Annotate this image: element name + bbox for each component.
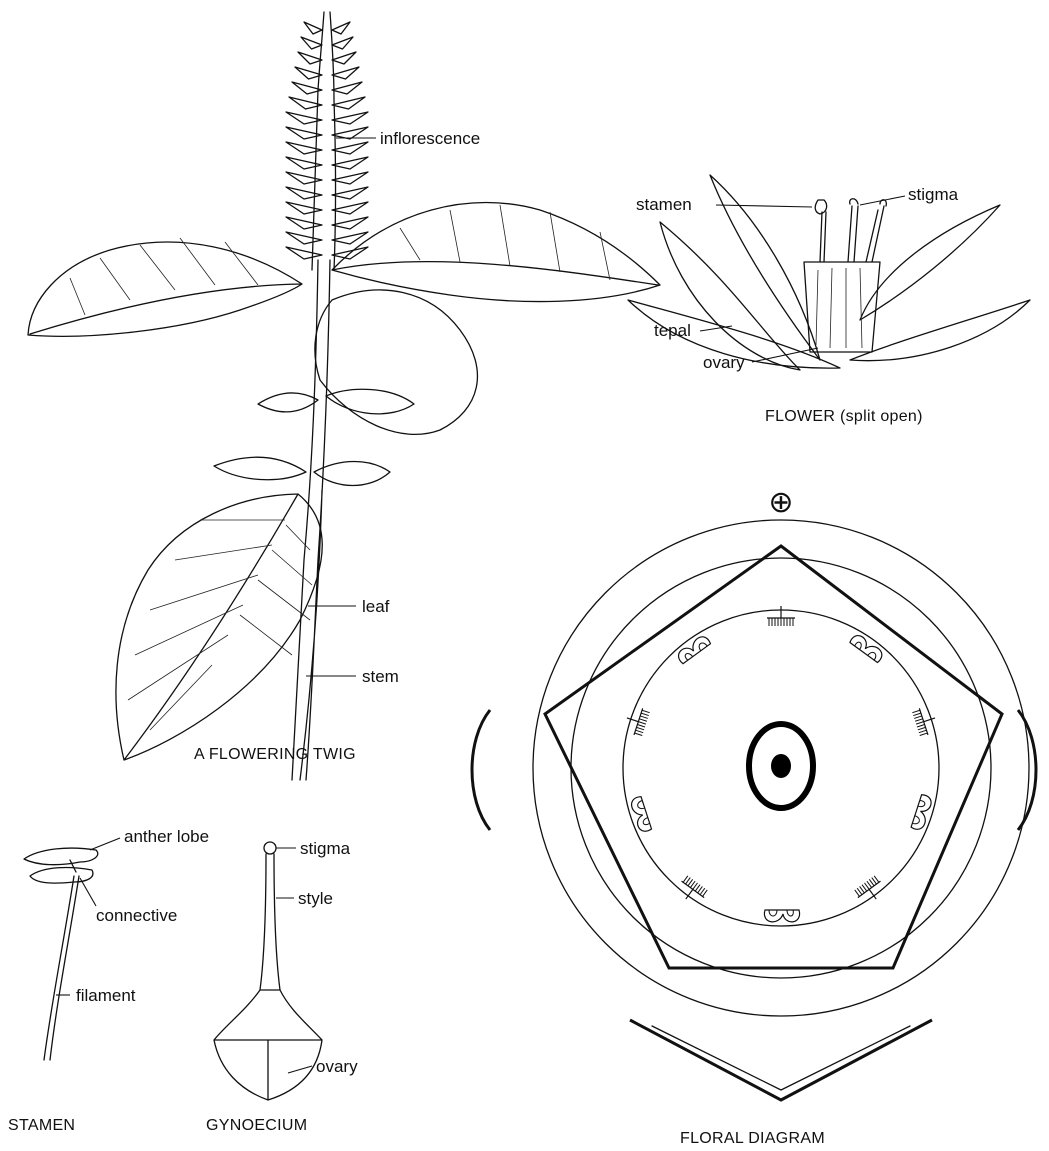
bract: [332, 127, 368, 139]
axis-symbol-icon: ⊕: [768, 485, 793, 520]
caption-gynoecium: GYNOECIUM: [206, 1117, 307, 1134]
anther-lobe-drawing: [24, 848, 98, 883]
label-anther-lobe: anther lobe: [124, 827, 209, 846]
stem-drawing: [292, 260, 330, 780]
leaf-small-left-2: [214, 457, 306, 480]
leaf-small-left-1: [258, 393, 318, 412]
gynoecium-stigma-drawing: [264, 842, 276, 854]
ovule-dot: [771, 754, 791, 778]
anther: [676, 634, 711, 664]
bract: [298, 52, 322, 64]
label-inflorescence: inflorescence: [380, 129, 480, 148]
filament-drawing: [44, 876, 79, 1060]
anther: [849, 633, 884, 663]
bract: [332, 187, 368, 199]
gynoecium-ovary-drawing: [214, 990, 322, 1100]
label-ovary-gyn: ovary: [316, 1057, 358, 1076]
bract: [332, 217, 368, 229]
flower-stamen-drawing: [815, 200, 826, 262]
bracteole-right: [1018, 710, 1036, 830]
outer-bract-pentagon: [545, 546, 1002, 968]
bract: [332, 172, 368, 184]
caption-stamen: STAMEN: [8, 1117, 75, 1134]
bract: [332, 232, 368, 244]
connective-drawing: [70, 860, 76, 872]
bract: [332, 22, 350, 34]
flower-ovary-drawing: [804, 262, 880, 352]
inflorescence-drawing: [286, 12, 368, 270]
flowering-twig-illustration: [28, 12, 660, 780]
leaf-small-right-2: [314, 462, 390, 486]
staminode: [767, 606, 795, 626]
flower-stigma-drawing: [848, 199, 886, 262]
bract: [332, 97, 365, 109]
caption-floral-diagram: FLORAL DIAGRAM: [680, 1130, 825, 1147]
label-stem: stem: [362, 667, 399, 686]
gynoecium-illustration: [214, 842, 322, 1100]
leaf-upper-right: [332, 203, 660, 302]
bract: [286, 202, 322, 214]
connective-leader: [80, 878, 96, 906]
leaf-veins: [70, 205, 610, 730]
label-stigma-gyn: stigma: [300, 839, 351, 858]
label-connective: connective: [96, 906, 177, 925]
bract: [332, 112, 368, 124]
bract: [332, 82, 362, 94]
staminode: [853, 875, 887, 908]
label-ovary-flower: ovary: [703, 353, 745, 372]
stigma-flower-leader: [860, 196, 905, 205]
anther: [911, 794, 933, 831]
caption-flowering-twig: A FLOWERING TWIG: [194, 746, 356, 763]
tepal-leader: [700, 326, 732, 331]
bract: [286, 232, 322, 244]
label-stigma-flower: stigma: [908, 185, 959, 204]
ovary-gyn-leader: [288, 1066, 312, 1073]
bract: [301, 37, 322, 49]
bract: [286, 157, 322, 169]
bract: [332, 157, 368, 169]
bract: [295, 67, 322, 79]
bract: [332, 142, 368, 154]
bract: [332, 202, 368, 214]
bract: [332, 67, 359, 79]
leaf-lower-large: [116, 494, 322, 760]
stamen-leader: [716, 205, 812, 207]
bract: [286, 247, 322, 259]
label-style: style: [298, 889, 333, 908]
label-filament: filament: [76, 986, 136, 1005]
bract: [286, 187, 322, 199]
bract: [286, 217, 322, 229]
leaf-middle-right: [315, 290, 478, 434]
label-leaf: leaf: [362, 597, 390, 616]
bract: [332, 52, 356, 64]
bracteole-left: [472, 710, 490, 830]
bract: [304, 22, 322, 34]
label-stamen: stamen: [636, 195, 692, 214]
label-tepal: tepal: [654, 321, 691, 340]
floral-diagram: ⊕: [472, 485, 1036, 1100]
bract-bottom: [630, 1020, 932, 1100]
gynoecium-style-drawing: [260, 854, 280, 990]
tepal-drawing: [660, 222, 800, 370]
staminode: [674, 875, 708, 908]
anther: [630, 796, 652, 833]
caption-flower: FLOWER (split open): [765, 408, 923, 425]
anther: [764, 910, 799, 922]
leaf-upper-left: [28, 242, 302, 336]
bract: [332, 37, 353, 49]
anther-leader: [90, 838, 120, 850]
bract: [286, 172, 322, 184]
stamen-illustration: [24, 848, 98, 1060]
